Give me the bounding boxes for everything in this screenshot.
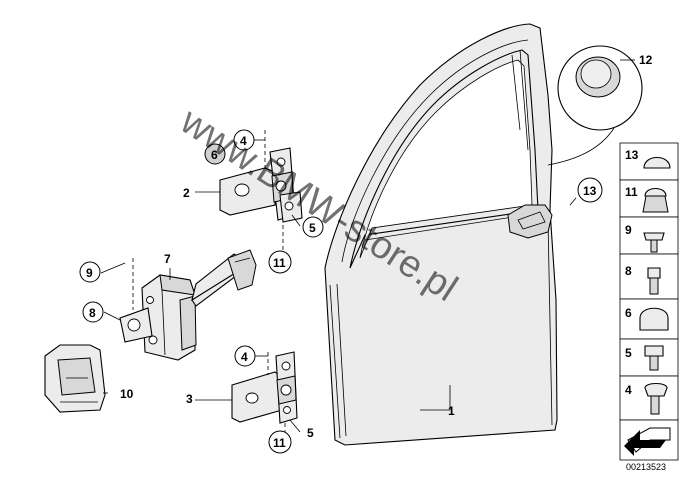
screw-9-icon	[643, 232, 665, 253]
callout-9-circle	[79, 261, 101, 283]
lower-hinge	[231, 351, 298, 438]
callout-5-circle	[302, 216, 324, 238]
callout-4-circle	[234, 345, 256, 367]
sidebar-label: 8	[625, 264, 632, 278]
callout-8: 8	[89, 306, 96, 320]
callout-11: 11	[273, 436, 286, 450]
callout-4: 4	[240, 134, 247, 148]
callout-6-circle	[204, 143, 226, 165]
sidebar-label: 9	[625, 223, 632, 237]
callout-11-circle	[268, 430, 292, 454]
direction-arrow-icon	[624, 427, 671, 456]
sidebar-label: 4	[625, 383, 632, 397]
callout-6: 6	[211, 148, 218, 162]
callout-8-circle	[82, 301, 104, 323]
sidebar-label: 11	[625, 185, 638, 199]
callout-5: 5	[309, 221, 316, 235]
callout-10: 10	[120, 387, 134, 401]
sidebar-label: 13	[625, 148, 639, 162]
callout-13: 13	[583, 184, 597, 198]
callout-5: 5	[307, 426, 314, 440]
callouts: 1 2 3 4 4 5 5 6 7 8 9 10 11 11 12 13	[79, 53, 653, 454]
cap-13-icon	[643, 156, 671, 169]
callout-13-circle	[577, 177, 603, 203]
door-check	[119, 249, 257, 361]
sidebar-label: 6	[625, 306, 632, 320]
callout-4-circle	[233, 129, 255, 151]
small-parts-panel: 13 11 9 8 6 5 4	[619, 142, 679, 461]
front-door	[324, 23, 558, 446]
callout-11: 11	[273, 256, 286, 270]
cap-6-icon	[639, 307, 669, 331]
callout-3: 3	[186, 392, 193, 406]
callout-7: 7	[164, 252, 171, 266]
callout-11-circle	[268, 250, 292, 274]
callout-2: 2	[183, 186, 190, 200]
bolt-4-icon	[644, 382, 668, 415]
callout-4: 4	[241, 350, 248, 364]
doc-number: 00213523	[626, 462, 666, 472]
callout-1: 1	[448, 404, 455, 418]
sidebar-label: 5	[625, 346, 632, 360]
screw-8-icon	[647, 267, 661, 295]
bolt-5-icon	[644, 345, 664, 371]
upper-hinge	[219, 130, 303, 250]
grommet-inset	[547, 45, 643, 166]
cap-seal	[44, 344, 106, 413]
callout-12: 12	[639, 53, 653, 67]
callout-9: 9	[86, 266, 93, 280]
nut-11-icon	[642, 187, 669, 213]
